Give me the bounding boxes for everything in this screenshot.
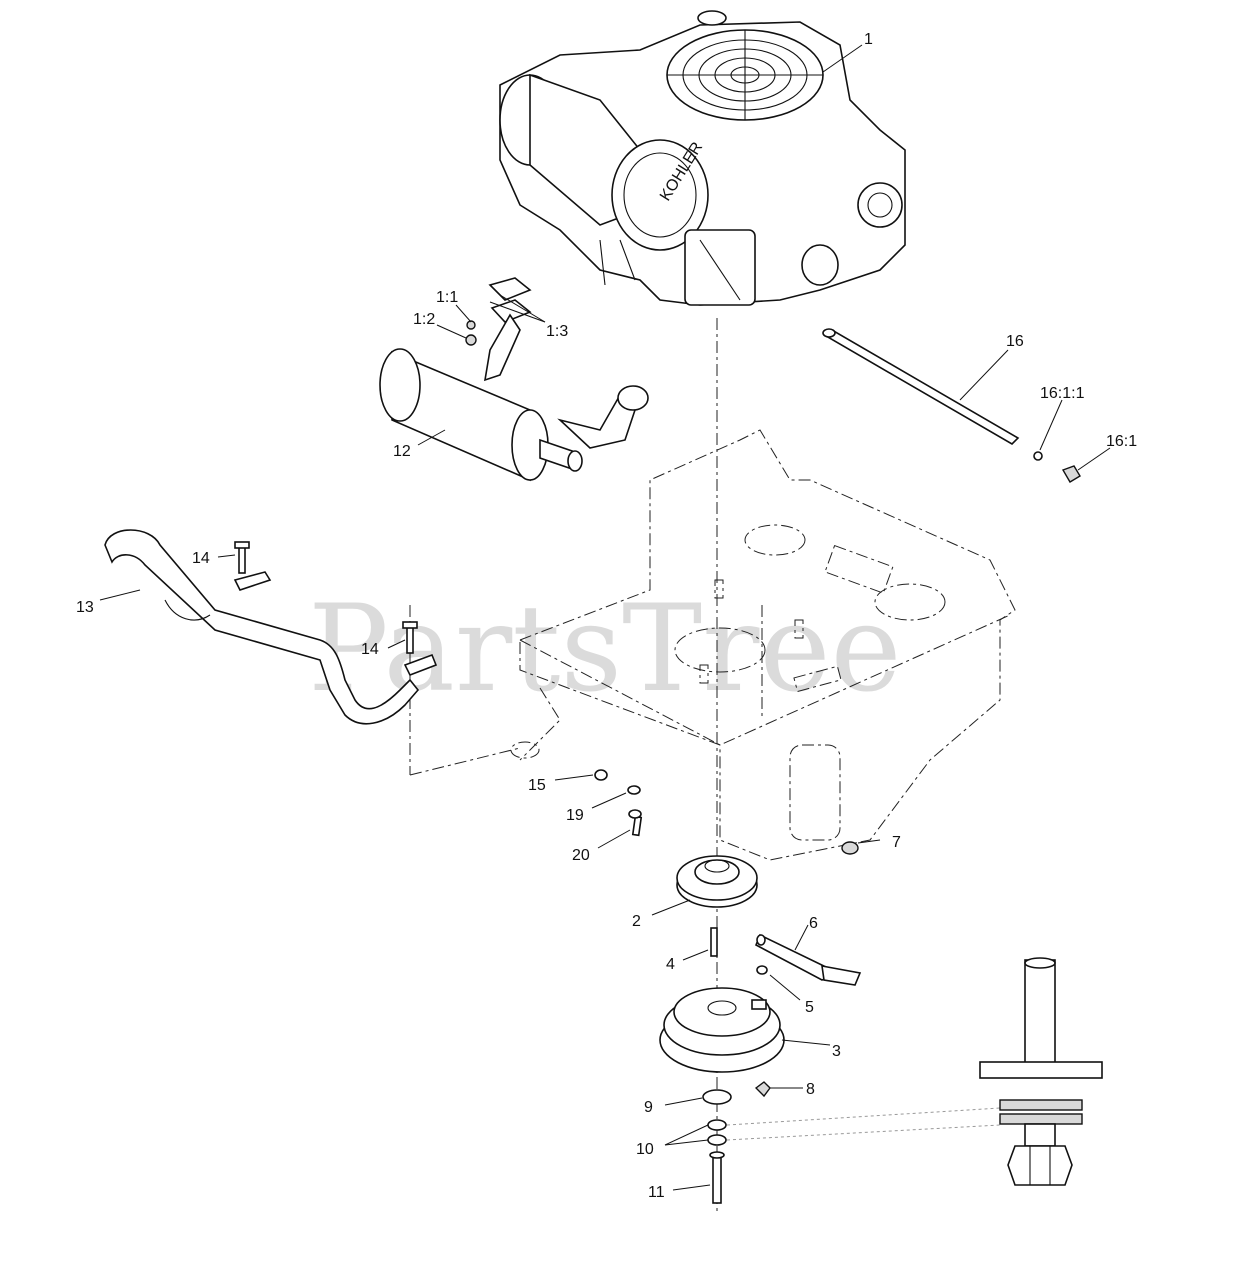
callout-7[interactable]: 7 (892, 834, 901, 851)
callout-6[interactable]: 6 (809, 915, 818, 932)
engine-assembly[interactable]: KOHLER (499, 10, 906, 306)
callout-19[interactable]: 19 (566, 807, 584, 824)
muffler[interactable] (379, 313, 649, 482)
callout-5[interactable]: 5 (805, 999, 814, 1016)
callout-11[interactable]: 11 (648, 1184, 665, 1201)
callout-3[interactable]: 3 (832, 1043, 841, 1060)
callout-20[interactable]: 20 (572, 847, 590, 864)
callout-14-upper[interactable]: 14 (192, 550, 210, 567)
handle-bar[interactable] (104, 529, 438, 725)
fuel-tube[interactable] (822, 328, 1081, 483)
callout-labels: 1 1:1 1:2 1:3 2 3 4 5 6 7 8 9 10 11 12 1… (76, 31, 1137, 1201)
frame-hardware[interactable] (594, 769, 859, 855)
callout-16-1-1[interactable]: 16:1:1 (1040, 385, 1085, 402)
callout-1[interactable]: 1 (864, 31, 873, 48)
callout-9[interactable]: 9 (644, 1099, 653, 1116)
callout-15[interactable]: 15 (528, 777, 546, 794)
callout-10[interactable]: 10 (636, 1141, 654, 1158)
callout-1-3[interactable]: 1:3 (546, 323, 568, 340)
callout-leaders (99, 44, 1111, 1191)
callout-12[interactable]: 12 (393, 443, 411, 460)
clutch-assembly[interactable] (659, 927, 862, 1098)
callout-8[interactable]: 8 (806, 1081, 815, 1098)
callout-4[interactable]: 4 (666, 956, 675, 973)
clutch-bolt-hardware[interactable] (702, 1089, 732, 1204)
callout-16[interactable]: 16 (1006, 333, 1024, 350)
exhaust-gaskets[interactable] (465, 277, 532, 346)
chassis-frame (510, 429, 1016, 861)
callout-13[interactable]: 13 (76, 599, 94, 616)
engine-pulley[interactable] (676, 855, 758, 908)
callout-1-2[interactable]: 1:2 (413, 311, 435, 328)
assembly-axis-lines (409, 318, 763, 1215)
callout-16-1[interactable]: 16:1 (1106, 433, 1137, 450)
bolt-stack-detail (726, 957, 1103, 1186)
callout-2[interactable]: 2 (632, 913, 641, 930)
callout-14-lower[interactable]: 14 (361, 641, 379, 658)
callout-1-1[interactable]: 1:1 (436, 289, 458, 306)
